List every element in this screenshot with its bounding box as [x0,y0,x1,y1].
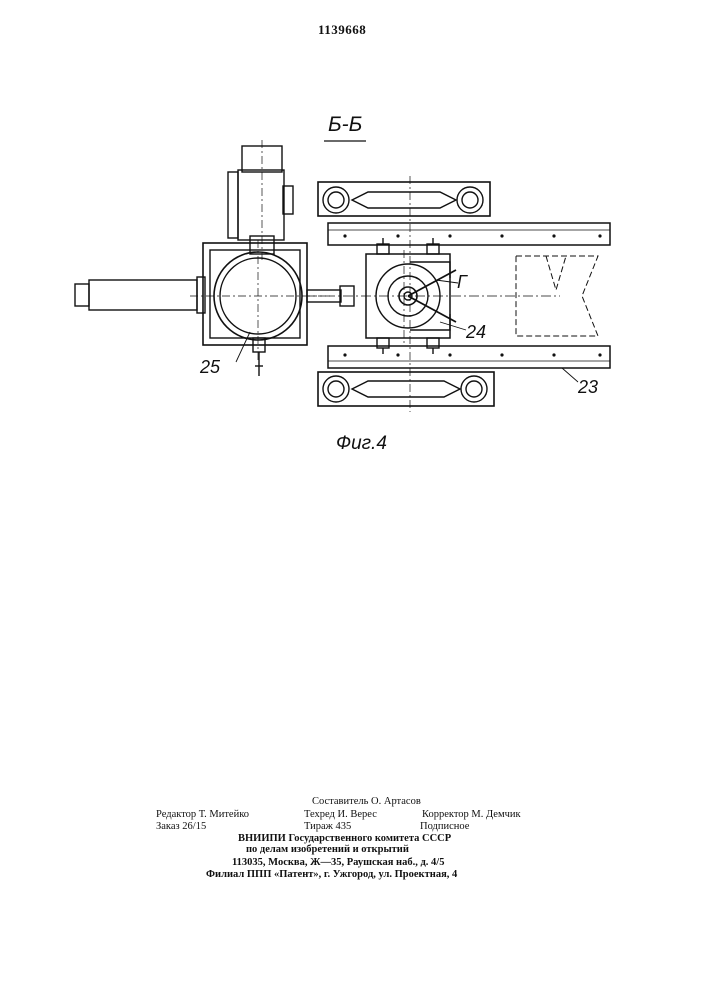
section-label: Б-Б [328,113,362,137]
compiler-credit: Составитель О. Артасов [312,795,421,808]
organization-line-2: по делам изобретений и открытий [246,843,409,856]
reference-letter-g: Г [457,272,467,293]
figure-caption: Фиг.4 [336,433,387,455]
branch-address: Филиал ППП «Патент», г. Ужгород, ул. Про… [206,868,457,881]
order-number: Заказ 26/15 [156,820,206,833]
reference-numeral-24: 24 [466,322,486,343]
reference-numeral-23: 23 [578,377,598,398]
reference-numeral-25: 25 [200,357,220,378]
